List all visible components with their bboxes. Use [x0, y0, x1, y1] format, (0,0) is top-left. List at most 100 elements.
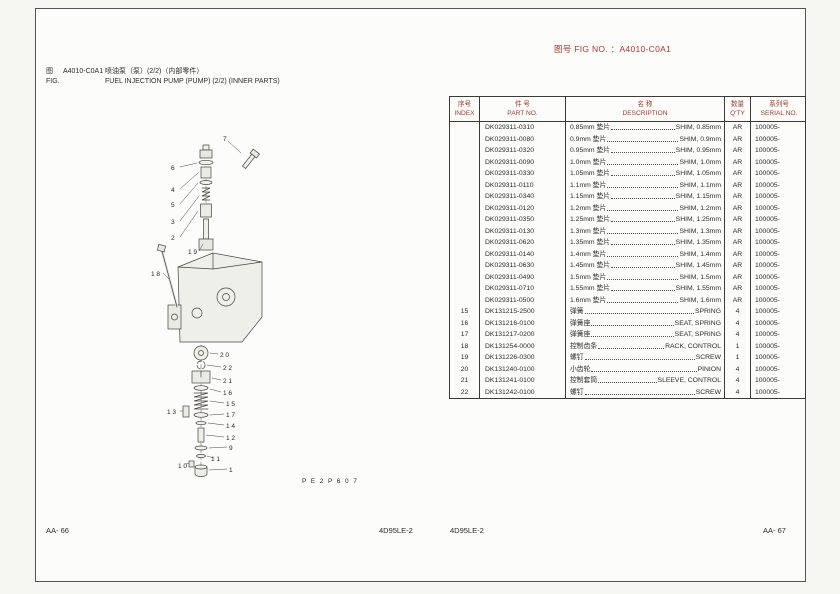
cell-index: 18 — [450, 340, 480, 353]
description-cn: 0.95mm 垫片 — [570, 147, 611, 155]
cell-serial: 100005- — [755, 147, 780, 155]
cell-description: 1.45mm 垫片 SHIM, 1.45mm — [566, 260, 725, 272]
dot-leader — [607, 249, 679, 257]
cell-description: 1.2mm 垫片 SHIM, 1.2mm — [566, 202, 725, 215]
cell-serial: 100005- — [755, 342, 780, 350]
cell-description: 0.85mm 垫片 SHIM, 0.85mm — [566, 122, 725, 134]
cell-qty: AR — [725, 202, 751, 215]
dot-leader — [607, 203, 679, 211]
model-code-right: 4D95LE-2 — [450, 526, 484, 535]
callout-2: 2 — [171, 235, 175, 242]
cell-qty: AR — [725, 145, 751, 157]
cell-index — [450, 145, 480, 157]
cell-description: 1.5mm 垫片 SHIM, 1.5mm — [566, 271, 725, 284]
cell-part-no: DK029311-0630 — [480, 260, 566, 272]
description-en: SCREW — [695, 388, 721, 396]
description-cn: 0.9mm 垫片 — [570, 135, 607, 143]
dot-leader — [607, 180, 679, 188]
cell-description: 1.4mm 垫片 SHIM, 1.4mm — [566, 248, 725, 261]
description-cn: 1.4mm 垫片 — [570, 250, 607, 258]
callout-12: 1 2 — [226, 435, 235, 442]
cell-serial: 100005- — [755, 181, 780, 189]
fig-label-cn: 图 — [46, 68, 53, 75]
cell-description: 0.9mm 垫片 SHIM, 0.9mm — [566, 133, 725, 146]
cell-serial: 100005- — [755, 135, 780, 143]
table-row: DK029311-0490 1.5mm 垫片 SHIM, 1.5mm AR 10… — [450, 271, 805, 284]
page-number-left: AA- 66 — [46, 526, 69, 535]
cell-index — [450, 214, 480, 226]
cell-part-no: DK029311-0320 — [480, 145, 566, 157]
cell-part-no: DK029311-0310 — [480, 122, 566, 134]
cell-serial: 100005- — [755, 331, 780, 339]
callout-16: 1 6 — [223, 390, 232, 397]
cell-part-no: DK029311-0080 — [480, 133, 566, 146]
cell-qty: AR — [725, 237, 751, 249]
cell-index — [450, 225, 480, 238]
description-en: SPRING — [694, 308, 721, 316]
description-cn: 1.35mm 垫片 — [570, 239, 611, 247]
table-row: 19 DK131226-0300 螺钉 SCREW 1 100005- — [450, 352, 805, 364]
cell-serial: 100005- — [755, 239, 780, 247]
cell-description: 控制齿条 RACK, CONTROL — [566, 340, 725, 353]
dot-leader — [598, 341, 665, 349]
callout-13: 1 3 — [167, 409, 176, 416]
table-row: DK029311-0620 1.35mm 垫片 SHIM, 1.35mm AR … — [450, 237, 805, 249]
callout-15: 1 5 — [226, 401, 235, 408]
description-cn: 1.0mm 垫片 — [570, 158, 607, 166]
cell-description: 弹簧座 SEAT, SPRING — [566, 317, 725, 330]
description-cn: 0.85mm 垫片 — [570, 124, 611, 132]
cell-index — [450, 260, 480, 272]
cell-qty: AR — [725, 122, 751, 134]
pump-housing — [167, 252, 263, 343]
description-cn: 1.15mm 垫片 — [570, 193, 611, 201]
table-row: DK029311-0080 0.9mm 垫片 SHIM, 0.9mm AR 10… — [450, 133, 805, 146]
description-cn: 1.3mm 垫片 — [570, 227, 607, 235]
description-en: SHIM, 1.55mm — [675, 285, 721, 293]
cell-description: 1.0mm 垫片 SHIM, 1.0mm — [566, 156, 725, 169]
table-row: DK029311-0120 1.2mm 垫片 SHIM, 1.2mm AR 10… — [450, 202, 805, 215]
delivery-valve-stack — [198, 144, 214, 251]
description-en: PINION — [697, 365, 721, 373]
description-en: SHIM, 0.9mm — [679, 135, 721, 143]
dot-leader — [611, 191, 675, 200]
table-row: DK029311-0350 1.25mm 垫片 SHIM, 1.25mm AR … — [450, 214, 805, 226]
dot-leader — [611, 260, 675, 269]
cell-qty: 4 — [725, 329, 751, 341]
plunger-control-stack — [182, 345, 211, 477]
description-en: SLEEVE, CONTROL — [657, 377, 721, 385]
table-row: DK029311-0090 1.0mm 垫片 SHIM, 1.0mm AR 10… — [450, 156, 805, 169]
dot-leader — [584, 306, 694, 315]
dot-leader — [611, 214, 675, 223]
description-en: SHIM, 1.5mm — [679, 273, 721, 281]
dot-leader — [611, 168, 675, 177]
cell-serial: 100005- — [755, 158, 780, 166]
callout-1: 1 — [229, 467, 233, 474]
dot-leader — [611, 145, 675, 154]
description-cn: 1.6mm 垫片 — [570, 296, 607, 304]
cell-serial: 100005- — [755, 308, 780, 316]
description-en: SHIM, 1.15mm — [675, 193, 721, 201]
callout-17: 1 7 — [226, 412, 235, 419]
cell-index — [450, 191, 480, 203]
cell-index — [450, 271, 480, 284]
table-row: DK029311-0320 0.95mm 垫片 SHIM, 0.95mm AR … — [450, 145, 805, 157]
table-row: 17 DK131217-0200 弹簧座 SEAT, SPRING 4 1000… — [450, 329, 805, 341]
callout-5: 5 — [171, 202, 175, 209]
dot-leader — [591, 364, 697, 372]
description-cn: 弹簧 — [570, 308, 584, 316]
description-en: SHIM, 1.25mm — [675, 216, 721, 224]
dot-leader — [611, 122, 675, 131]
description-cn: 1.5mm 垫片 — [570, 273, 607, 281]
description-cn: 弹簧座 — [570, 331, 591, 339]
description-en: SHIM, 1.35mm — [675, 239, 721, 247]
leader-lines — [162, 140, 242, 471]
cell-index: 16 — [450, 317, 480, 330]
cell-qty: 1 — [725, 340, 751, 353]
cell-part-no: DK029311-0330 — [480, 168, 566, 180]
dot-leader — [607, 157, 679, 165]
description-cn: 1.05mm 垫片 — [570, 170, 611, 178]
description-cn: 控制齿条 — [570, 342, 598, 350]
